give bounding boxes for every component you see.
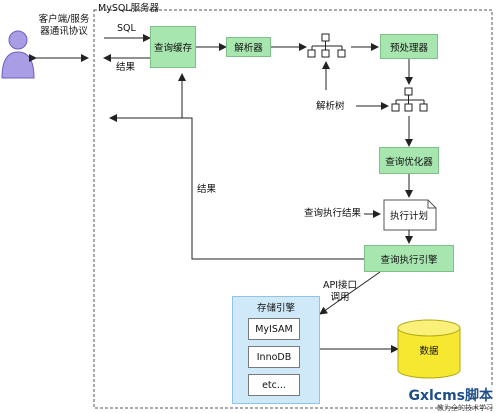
result-top-label: 结果: [116, 62, 136, 73]
parser-box: 解析器: [226, 37, 271, 57]
parse-tree-label: 解析树: [316, 101, 345, 112]
storage-engine-title: 存储引擎: [256, 303, 295, 314]
data-cylinder: [397, 319, 461, 379]
watermark: Gxlcms脚本: [406, 385, 495, 405]
myisam-box: MyISAM: [248, 318, 300, 340]
executor-to-cache-loop: [181, 90, 364, 260]
server-title: MySQL服务器: [98, 3, 160, 14]
sql-label: SQL: [117, 23, 136, 34]
result-left-label: 结果: [197, 184, 217, 195]
user-icon: [1, 30, 35, 79]
mysql-server-boundary: [93, 9, 493, 409]
api-call-arrow: [319, 271, 381, 315]
client-label: 客户端/服务器通讯协议: [38, 14, 90, 37]
query-cache-box: 查询缓存: [150, 26, 196, 68]
parse-tree-icon-2: [391, 87, 428, 112]
innodb-box: InnoDB: [248, 346, 300, 368]
etc-box: etc...: [248, 374, 300, 396]
api-call-label: API接口调用: [322, 280, 358, 303]
exec-result-label: 查询执行结果: [304, 208, 362, 219]
exec-plan-document: [383, 199, 437, 231]
parse-tree-icon-1: [307, 33, 346, 58]
preprocessor-box: 预处理器: [380, 34, 438, 59]
executor-box: 查询执行引擎: [364, 245, 454, 272]
exec-plan-label: 执行计划: [389, 211, 428, 222]
data-label: 数据: [419, 346, 439, 357]
watermark-sub: 教为全的技术学习: [437, 404, 493, 412]
optimizer-box: 查询优化器: [379, 147, 439, 174]
